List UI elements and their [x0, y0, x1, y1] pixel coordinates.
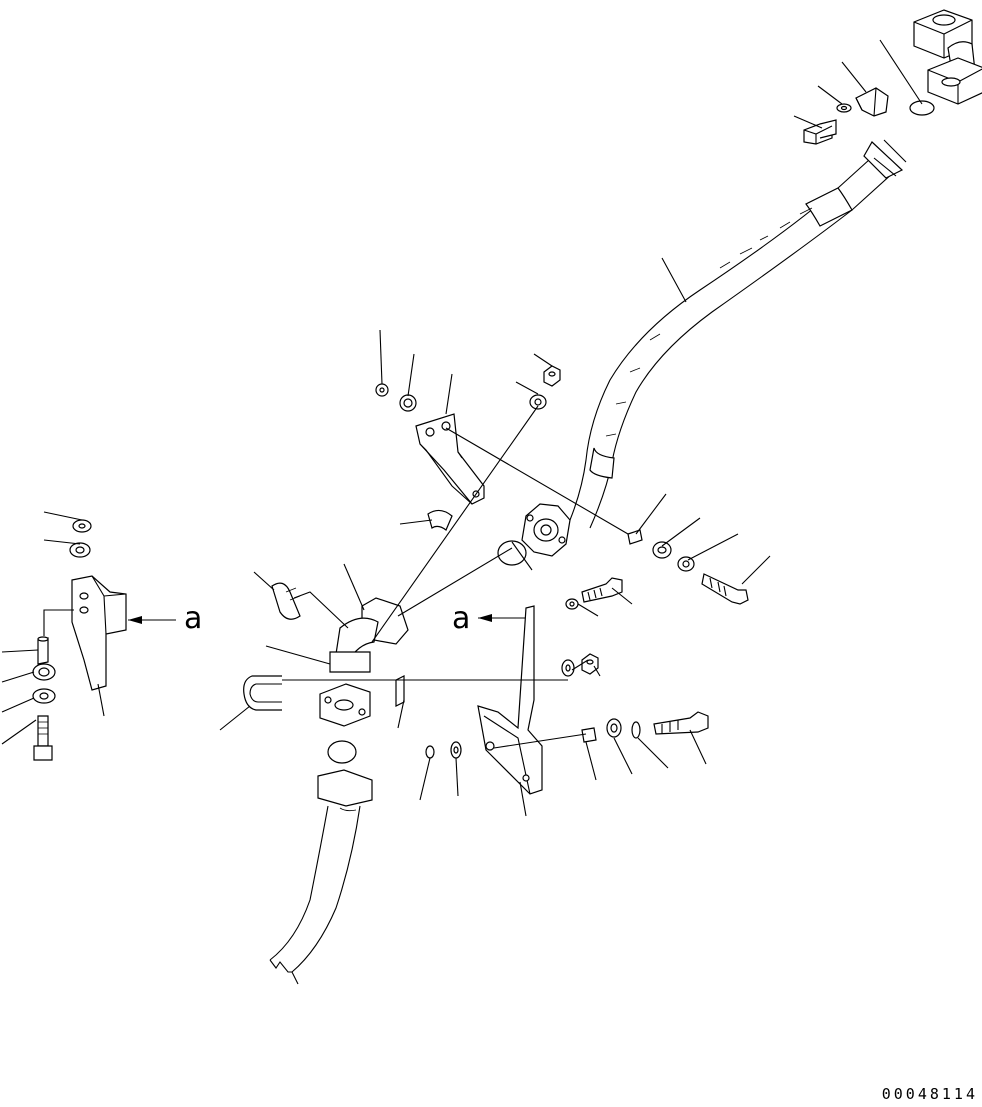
nut-upper[interactable] — [543, 365, 561, 387]
washer-left[interactable] — [69, 542, 91, 558]
collar-lower[interactable] — [581, 727, 597, 743]
hose-clamp[interactable] — [271, 582, 301, 620]
nut-lower-right[interactable] — [606, 718, 622, 738]
bolt-right-long[interactable] — [701, 573, 749, 605]
u-bolt[interactable] — [243, 675, 282, 711]
washer-lower-right[interactable] — [631, 721, 641, 739]
nut-left[interactable] — [72, 519, 92, 533]
o-ring-center[interactable] — [327, 740, 357, 764]
arrow-view-a-left: a — [128, 601, 202, 636]
flange-elbow-center[interactable] — [329, 597, 409, 673]
bolt-left[interactable] — [33, 715, 53, 761]
hose-assembly-upper[interactable] — [569, 139, 907, 529]
bracket-upper[interactable] — [415, 413, 485, 505]
washer-right[interactable] — [652, 541, 672, 559]
bushing[interactable] — [399, 394, 417, 412]
arrow-view-a-right: a — [452, 601, 526, 636]
split-flange-half[interactable] — [855, 87, 889, 117]
washer-bracket-right-2[interactable] — [561, 659, 575, 677]
hose-assembly-lower[interactable] — [269, 769, 373, 985]
leader-lines — [1, 39, 923, 817]
spacer-left[interactable] — [37, 636, 49, 665]
lock-washer-right[interactable] — [677, 556, 695, 572]
drawing-number: 00048114 — [881, 1085, 978, 1103]
washer[interactable] — [836, 103, 852, 113]
bolt-upper-left[interactable] — [375, 383, 389, 397]
washer-upper[interactable] — [529, 394, 547, 410]
bolt[interactable] — [803, 119, 837, 145]
view-label-a-right: a — [452, 601, 470, 636]
lock-washer-lower[interactable] — [425, 745, 435, 759]
nut-bracket-right[interactable] — [581, 653, 599, 675]
o-ring[interactable] — [909, 100, 935, 116]
hose-flange-fitting[interactable] — [521, 503, 571, 557]
bolt-bracket-right[interactable] — [581, 577, 623, 603]
elbow-fitting[interactable] — [913, 9, 982, 105]
bracket-right[interactable] — [477, 605, 543, 795]
view-label-a-left: a — [184, 601, 202, 636]
bracket-left[interactable] — [71, 575, 127, 691]
split-flange-center[interactable] — [319, 683, 371, 727]
washer-bracket-right[interactable] — [565, 598, 579, 610]
bolt-lower-right[interactable] — [653, 711, 709, 735]
o-ring-middle[interactable] — [497, 540, 527, 566]
washer-lower[interactable] — [450, 741, 462, 759]
washer-left-lower[interactable] — [32, 688, 56, 704]
clip[interactable] — [427, 509, 453, 531]
collar-spacer[interactable] — [627, 529, 643, 545]
nut-left-lower[interactable] — [32, 663, 56, 681]
